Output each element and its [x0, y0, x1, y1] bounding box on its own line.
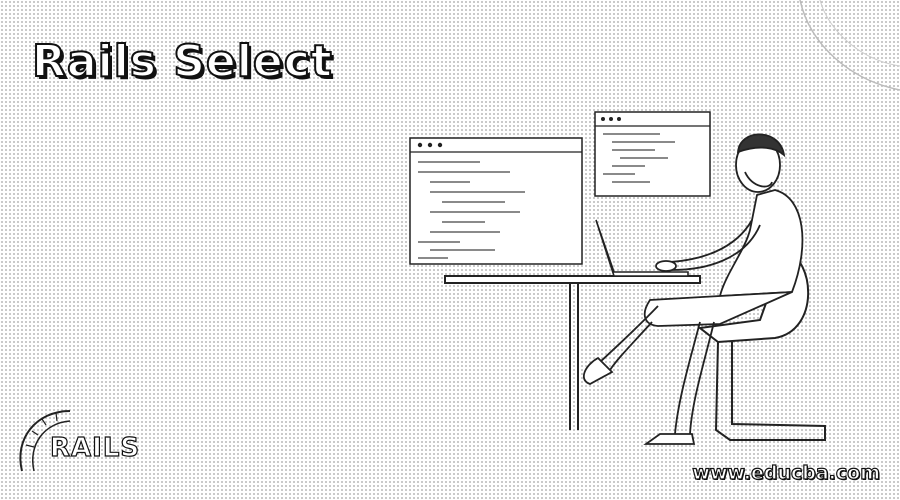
desk — [444, 275, 701, 430]
developer-at-desk-illustration — [409, 111, 826, 445]
decorative-arc — [799, 0, 900, 91]
rails-logo-text: RAILS — [49, 432, 141, 463]
laptop — [595, 219, 689, 277]
code-window-back — [594, 111, 711, 197]
page-title: Rails Select — [31, 35, 333, 88]
rails-logo: RAILS — [14, 405, 154, 477]
website-url: www.educba.com — [692, 461, 881, 484]
person — [582, 133, 804, 445]
rails-logo-mark — [19, 410, 71, 472]
code-window-front — [409, 137, 583, 265]
